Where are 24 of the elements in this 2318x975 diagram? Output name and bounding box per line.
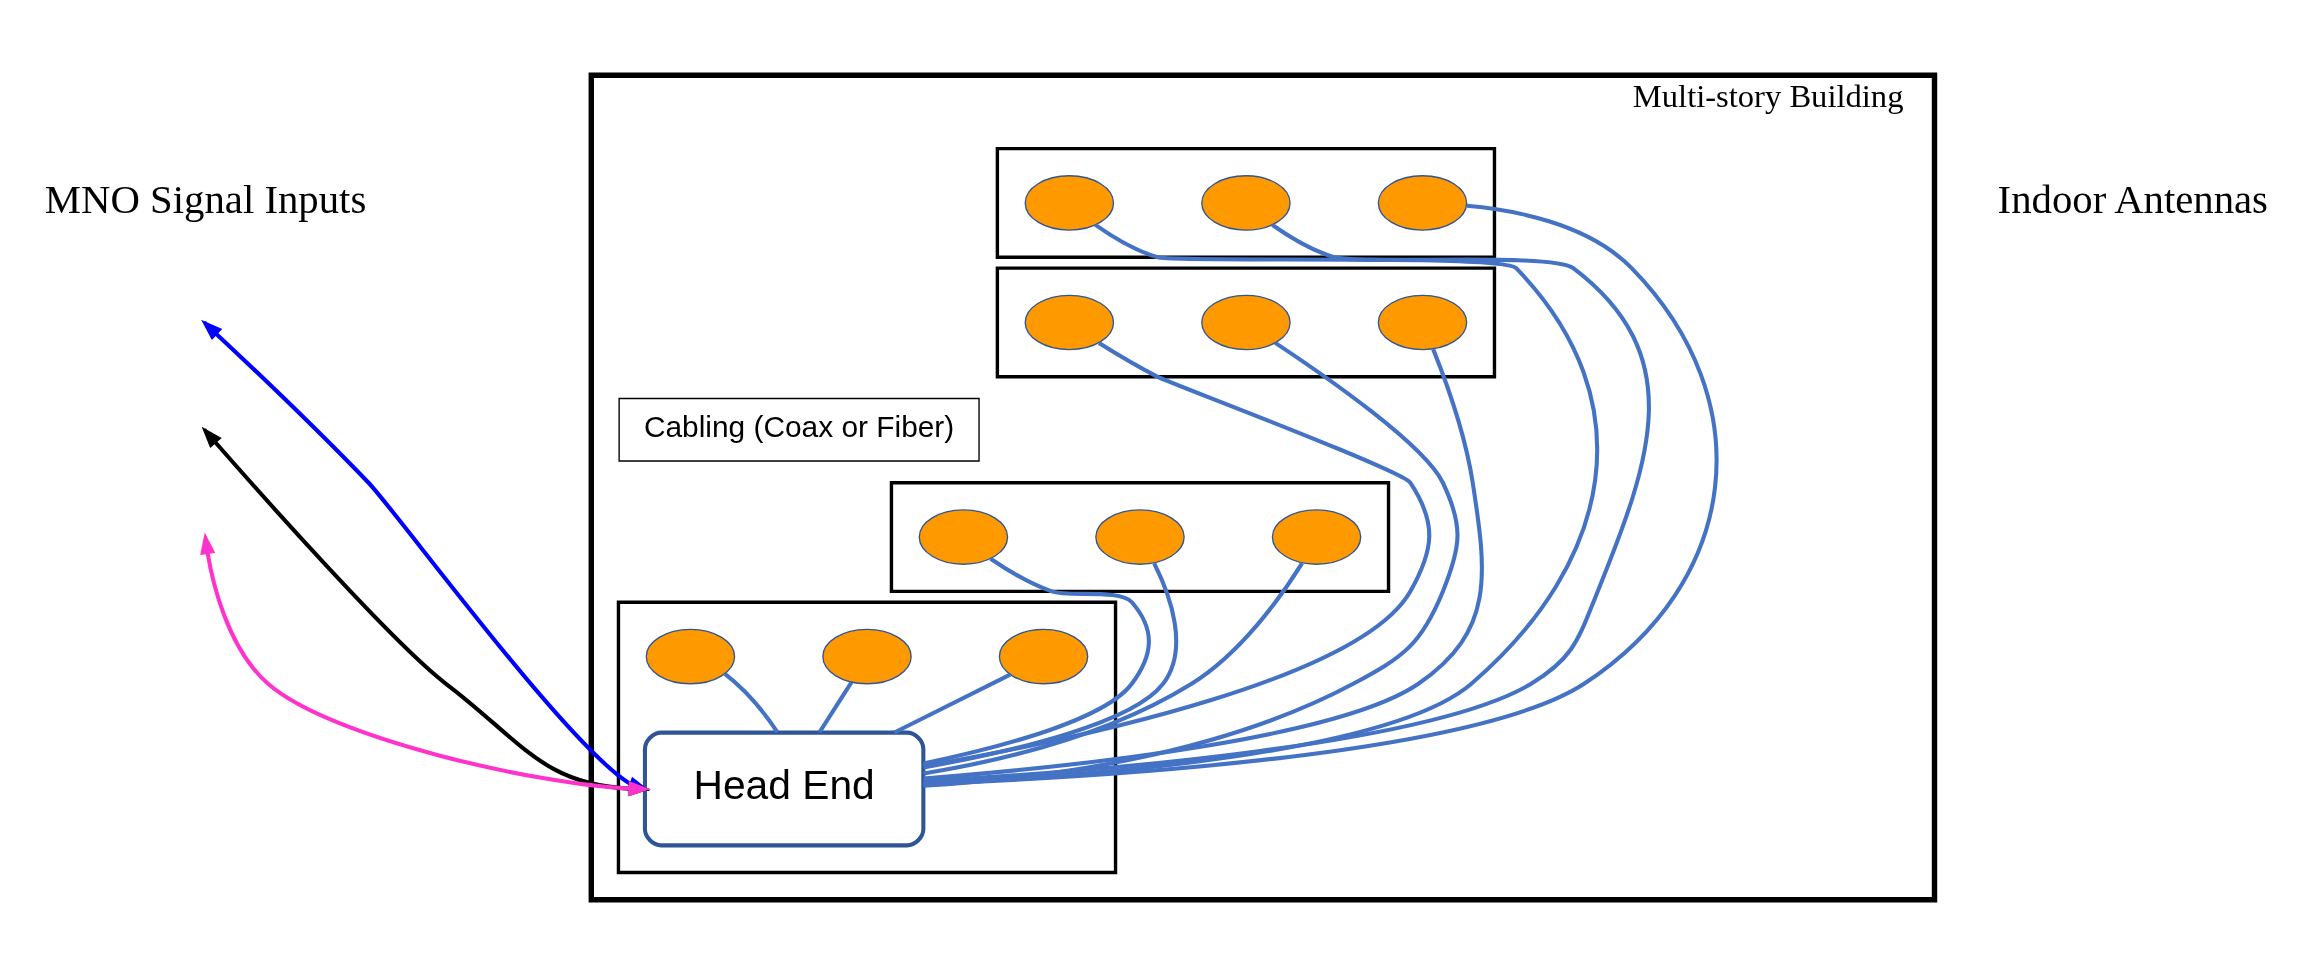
node-ellipse <box>998 628 1089 685</box>
node-ellipse <box>1377 175 1468 231</box>
label: Indoor Antennas <box>1997 177 2268 223</box>
cluster <box>889 481 1391 594</box>
connector <box>817 681 854 734</box>
node-ellipse <box>822 628 912 685</box>
node-ellipse <box>1271 509 1362 565</box>
node-ellipse <box>1024 175 1115 231</box>
label: MNO Signal Inputs <box>44 177 367 223</box>
node-ellipse <box>1201 175 1291 231</box>
node-ellipse <box>1201 294 1291 351</box>
node-ellipse <box>1377 294 1468 351</box>
connector <box>893 672 1012 735</box>
cluster <box>995 266 1497 379</box>
cluster <box>995 146 1497 259</box>
node-ellipse <box>1095 509 1185 565</box>
node-box: Cabling (Coax or Fiber) <box>618 397 980 462</box>
connector <box>723 672 780 734</box>
connector <box>923 562 1304 776</box>
cluster <box>616 600 1118 875</box>
node-box: Head End <box>642 730 926 848</box>
node-ellipse <box>1024 294 1115 351</box>
node-ellipse <box>645 628 736 685</box>
node-ellipse <box>918 509 1009 565</box>
